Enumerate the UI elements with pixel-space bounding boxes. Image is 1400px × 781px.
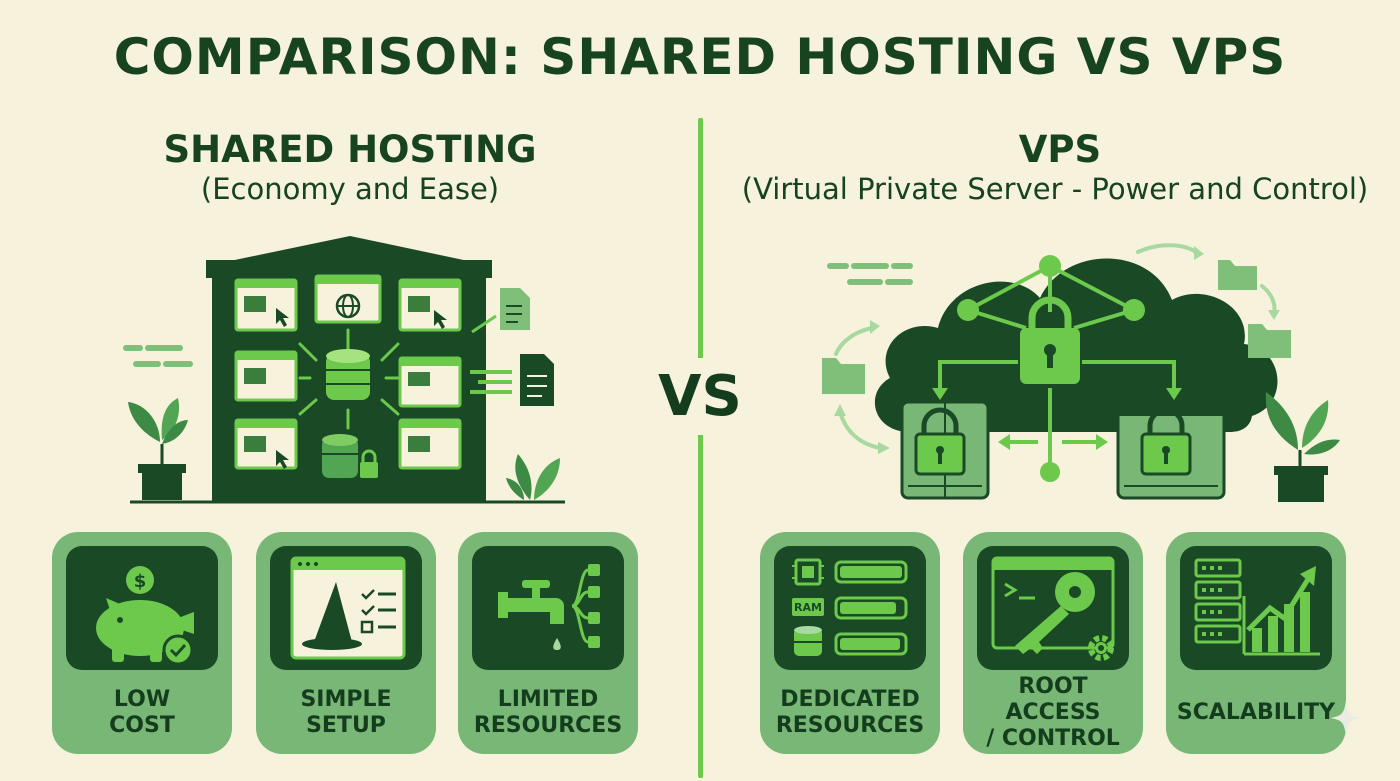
feature-card-low-cost: $ LOW COST [52, 532, 232, 754]
motion-lines-icon [827, 263, 913, 285]
vps-subtitle: (Virtual Private Server - Power and Cont… [741, 172, 1369, 206]
faucet-icon [472, 546, 624, 670]
vs-label: VS [642, 358, 758, 435]
small-plant-icon [506, 454, 560, 500]
feature-label: LOW COST [109, 687, 175, 738]
motion-lines-icon [123, 345, 193, 367]
shared-building-illustration [123, 236, 565, 504]
server-left-icon [900, 400, 990, 500]
feature-card-dedicated-resources: RAM DEDICATED RESOURCES [760, 532, 940, 754]
lock-icon [1020, 296, 1080, 384]
shared-hosting-title: SHARED HOSTING [163, 128, 537, 171]
sparkle-icon [1330, 700, 1362, 736]
lock-small-icon [360, 449, 378, 478]
plant-icon [1265, 392, 1340, 502]
building-icon [206, 236, 492, 502]
document-dark-icon [520, 354, 554, 406]
gear-icon [1088, 635, 1114, 661]
feature-label: SCALABILITY [1176, 700, 1336, 725]
wizard-setup-icon [270, 546, 422, 670]
svg-text:$: $ [134, 571, 147, 592]
growth-chart-icon [1180, 546, 1332, 670]
key-terminal-icon [977, 546, 1129, 670]
feature-card-limited-resources: LIMITED RESOURCES [458, 532, 638, 754]
database-small-icon [322, 434, 358, 478]
shared-hosting-subtitle: (Economy and Ease) [200, 172, 500, 206]
feature-card-simple-setup: SIMPLE SETUP [256, 532, 436, 754]
feature-label: ROOT ACCESS / CONTROL [986, 674, 1120, 751]
document-icon [500, 288, 530, 330]
vps-title: VPS [1018, 128, 1102, 171]
center-divider [698, 118, 703, 778]
feature-card-scalability: SCALABILITY [1166, 532, 1346, 754]
ram-label: RAM [794, 601, 822, 614]
feature-card-root-access: ROOT ACCESS / CONTROL [963, 532, 1143, 754]
piggy-bank-icon: $ [66, 546, 218, 670]
feature-label: SIMPLE SETUP [300, 687, 392, 738]
folder-icon [822, 260, 1291, 394]
vps-cloud-illustration [822, 243, 1340, 502]
server-right-icon [1116, 400, 1226, 500]
feature-label: DEDICATED RESOURCES [775, 687, 925, 738]
database-icon [326, 349, 370, 400]
resources-icon: RAM [774, 546, 926, 670]
plant-icon [128, 398, 188, 500]
page-title: COMPARISON: SHARED HOSTING VS VPS [113, 28, 1287, 86]
feature-label: LIMITED RESOURCES [473, 687, 623, 738]
